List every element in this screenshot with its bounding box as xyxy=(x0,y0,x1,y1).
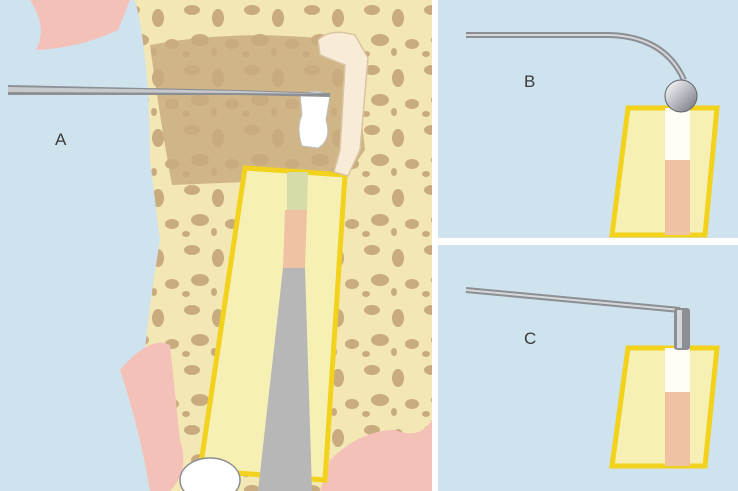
root-b xyxy=(612,108,717,235)
panel-label-b: B xyxy=(524,72,535,92)
panel-label-a: A xyxy=(55,130,66,150)
gutta-percha-c xyxy=(665,392,690,466)
panel-c xyxy=(438,245,738,491)
seal-plug-b xyxy=(665,108,690,160)
seal-plug-c xyxy=(665,348,690,392)
canal-seal-top xyxy=(287,172,308,210)
seal-plug xyxy=(299,91,330,148)
panel-b xyxy=(438,0,738,238)
gutta-percha-a xyxy=(283,210,307,268)
panel-a xyxy=(0,0,432,491)
gutta-percha-b xyxy=(665,160,690,235)
panel-label-c: C xyxy=(524,329,536,349)
root-c xyxy=(612,348,717,466)
ball-burnisher xyxy=(665,80,697,112)
